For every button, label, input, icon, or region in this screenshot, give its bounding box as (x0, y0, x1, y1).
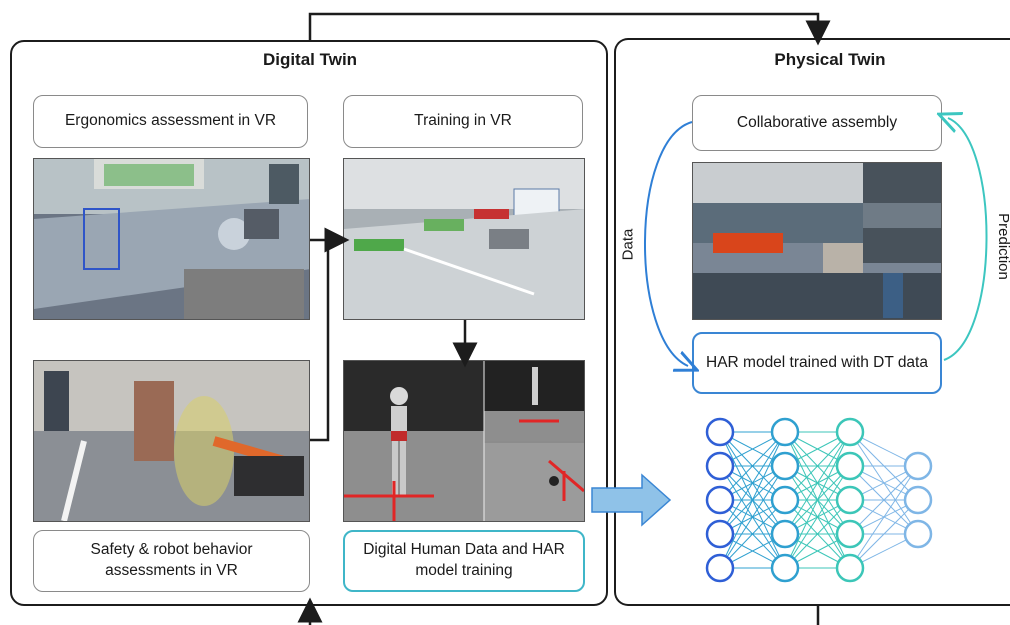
network-edge (784, 431, 851, 535)
network-edge (849, 499, 919, 569)
training-label: Training in VR (343, 95, 583, 148)
data-label: Data (619, 228, 637, 261)
network-edge (719, 499, 786, 569)
digital-twin-title: Digital Twin (262, 50, 358, 69)
network-node (705, 417, 735, 447)
har-model-label: HAR model trained with DT data (692, 332, 942, 394)
network-node (903, 519, 933, 549)
network-edge (719, 465, 786, 569)
network-edge (784, 431, 851, 569)
network-node (835, 485, 865, 515)
physical-twin-title: Physical Twin (774, 50, 886, 69)
neural-network-diagram (705, 417, 933, 583)
network-node (835, 451, 865, 481)
digital-human-data-label: Digital Human Data and HAR model trainin… (343, 530, 585, 592)
network-edge (784, 499, 851, 569)
network-node (903, 451, 933, 481)
collaborative-assembly-label: Collaborative assembly (692, 95, 942, 151)
safety-vr-image (33, 360, 310, 522)
digital-twin-panel (10, 40, 608, 606)
transfer-arrow (591, 473, 672, 527)
network-edge (849, 465, 919, 569)
network-edge (719, 431, 786, 535)
physical-twin-panel (614, 38, 1010, 606)
network-node (770, 451, 800, 481)
network-node (770, 485, 800, 515)
network-edge (849, 465, 919, 535)
network-node (835, 417, 865, 447)
network-node (705, 519, 735, 549)
training-vr-image (343, 158, 585, 320)
network-edge (719, 431, 786, 501)
network-edge (719, 431, 786, 569)
collaborative-assembly-photo (692, 162, 942, 320)
network-node (770, 519, 800, 549)
network-node (770, 553, 800, 583)
ergonomics-vr-image (33, 158, 310, 320)
network-node (835, 519, 865, 549)
network-edge (784, 431, 851, 501)
network-node (903, 485, 933, 515)
ergonomics-assessment-label: Ergonomics assessment in VR (33, 95, 308, 148)
network-node (835, 553, 865, 583)
network-node (705, 451, 735, 481)
prediction-label: Prediction (994, 213, 1010, 280)
network-node (705, 553, 735, 583)
digital-human-image (343, 360, 585, 522)
network-node (770, 417, 800, 447)
network-node (705, 485, 735, 515)
network-edge (784, 465, 851, 569)
safety-assessment-label: Safety & robot behavior assessments in V… (33, 530, 310, 592)
